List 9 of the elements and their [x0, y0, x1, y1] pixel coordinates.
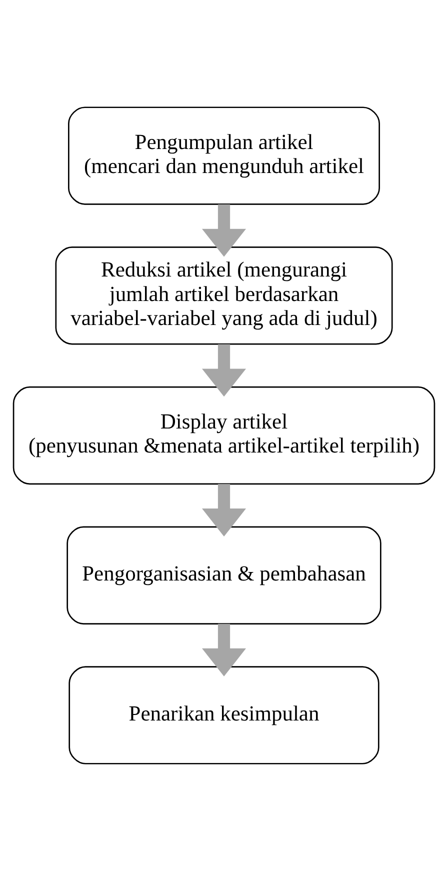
node-box: Pengorganisasian & pembahasan [66, 526, 382, 624]
node-box: Display artikel (penyusunan &menata artikel-artikel terpilih) [12, 386, 436, 484]
node-box: Pengumpulan artikel (mencari dan mengunduh artikel [68, 106, 380, 204]
arrow [202, 344, 246, 396]
node-box: Penarikan kesimpulan [68, 666, 380, 764]
arrow [202, 204, 246, 256]
arrow [202, 623, 246, 676]
node-box: Reduksi artikel (mengurangi jumlah artikel berdasarkan variabel-variabel yang ada di judul) [55, 246, 393, 344]
arrow [202, 484, 246, 536]
